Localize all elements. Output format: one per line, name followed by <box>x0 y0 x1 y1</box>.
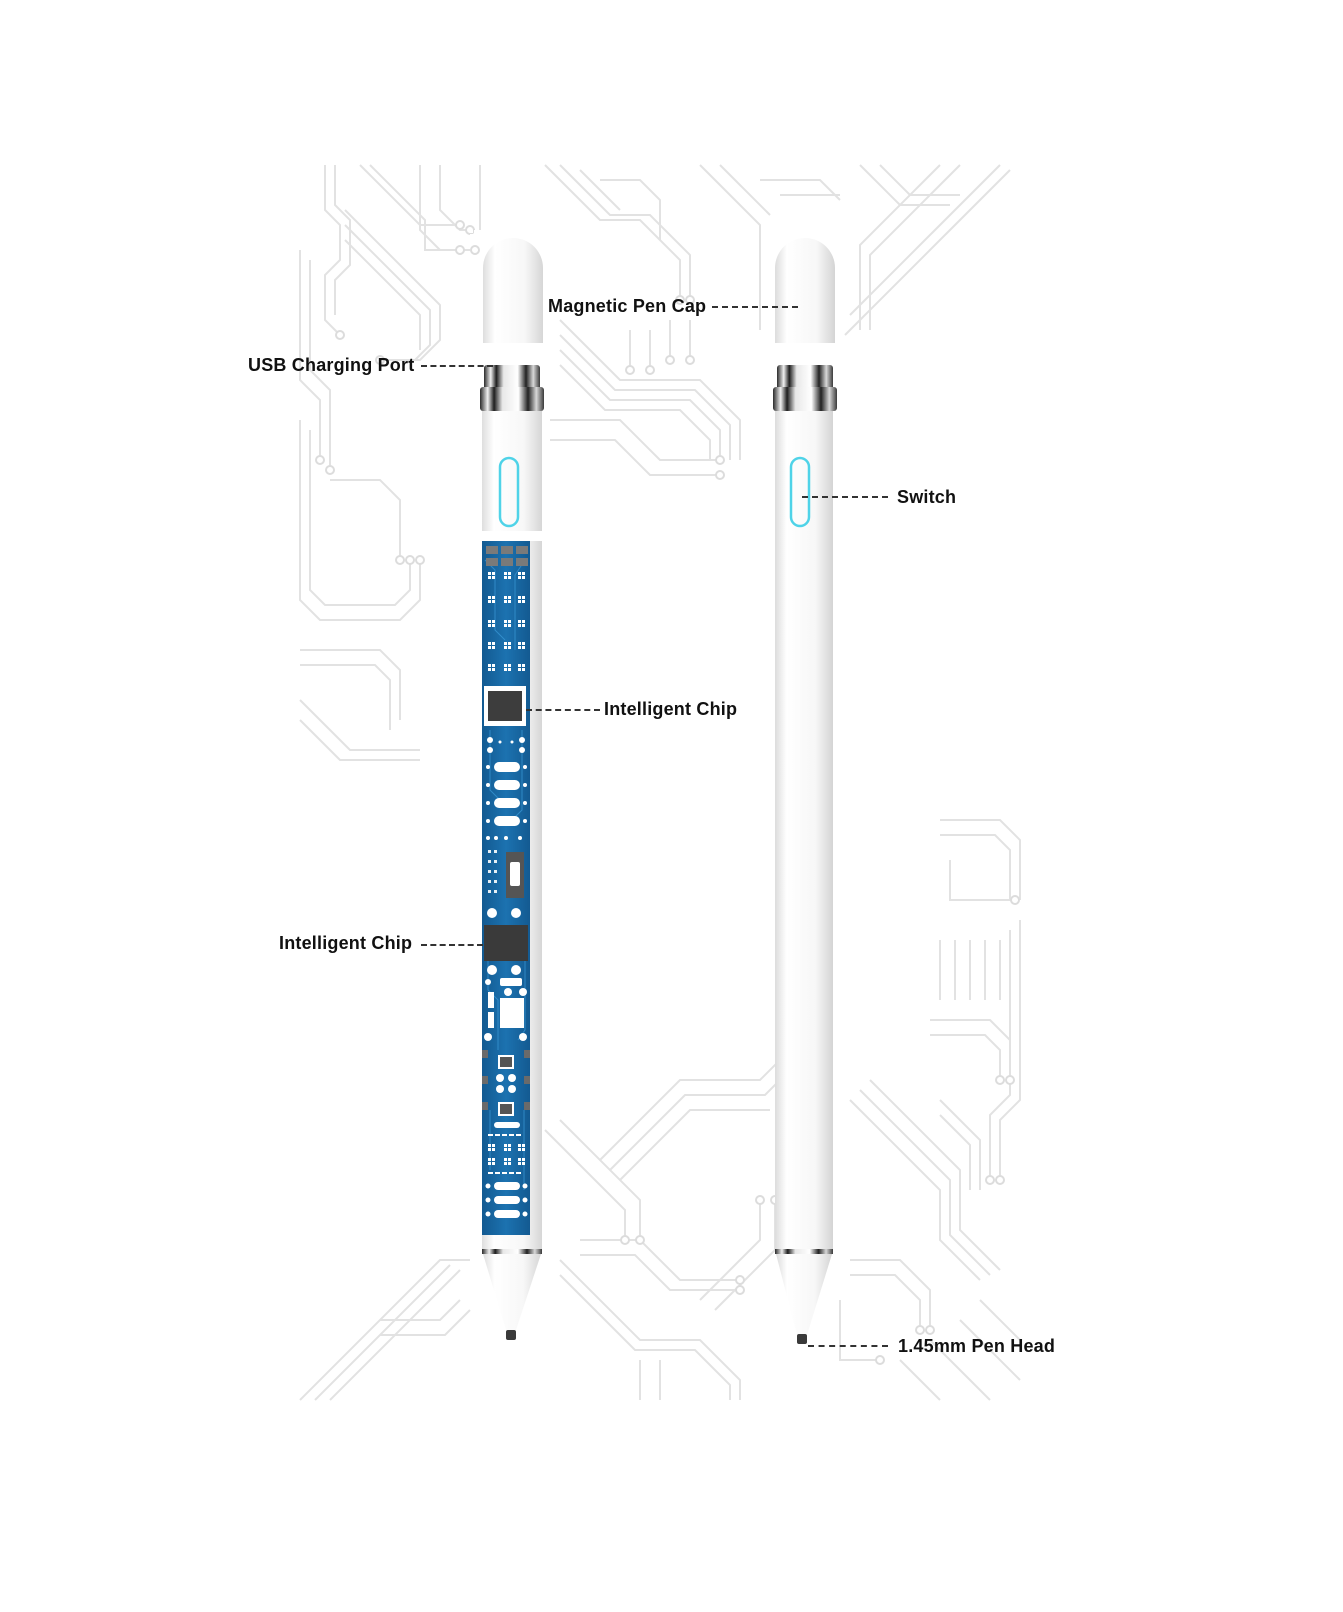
stylus-cutaway-view <box>470 230 544 1340</box>
leader-line-pen-head <box>808 1345 888 1347</box>
leader-line-intelligent-chip-upper <box>526 709 600 711</box>
leader-line-switch <box>802 496 888 498</box>
label-intelligent-chip-upper: Intelligent Chip <box>604 699 738 719</box>
label-pen-head: 1.45mm Pen Head <box>898 1336 1056 1356</box>
label-magnetic-pen-cap: Magnetic Pen Cap <box>548 296 707 316</box>
stylus-exterior-view <box>773 238 837 1344</box>
leader-line-magnetic-pen-cap <box>712 306 798 308</box>
label-intelligent-chip-lower: Intelligent Chip <box>279 933 413 953</box>
magnetic-cap <box>483 238 543 343</box>
label-switch: Switch <box>897 487 957 507</box>
leader-line-intelligent-chip-lower <box>421 944 483 946</box>
label-usb-charging-port: USB Charging Port <box>248 355 415 375</box>
leader-line-usb-charging-port <box>421 365 493 367</box>
